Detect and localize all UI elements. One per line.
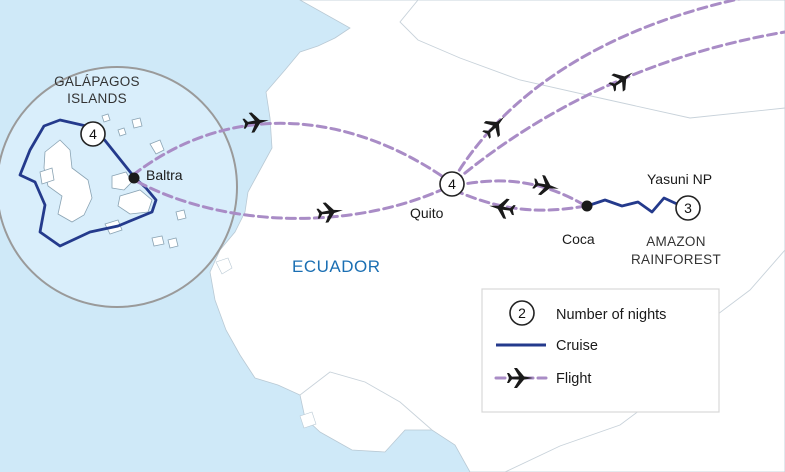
legend-cruise-label: Cruise — [556, 338, 598, 354]
inset-title-line2: ISLANDS — [67, 91, 127, 106]
legend-flight-label: Flight — [556, 371, 591, 387]
country-label: ECUADOR — [292, 257, 381, 276]
region-label-line1: AMAZON — [646, 234, 706, 249]
label-baltra: Baltra — [146, 167, 183, 183]
coastal-island — [215, 257, 233, 275]
location-dot-baltra — [128, 172, 140, 184]
inset-title-line1: GALÁPAGOS — [54, 74, 140, 89]
country-border — [299, 371, 433, 431]
map-legend: 2 Number of nights Cruise Flight — [481, 288, 720, 413]
flight-route — [452, 179, 588, 208]
flight-route — [452, 188, 588, 212]
svg-text:4: 4 — [89, 126, 97, 142]
coastal-island — [299, 411, 317, 429]
svg-text:2: 2 — [518, 305, 526, 321]
cruise-route-amazon — [586, 196, 689, 214]
flight-route — [131, 121, 454, 185]
legend-nights-label: Number of nights — [556, 307, 666, 323]
nights-badge-yasuni: 3 — [675, 195, 701, 221]
label-quito: Quito — [410, 205, 444, 221]
svg-text:3: 3 — [684, 200, 692, 216]
nights-badge-quito: 4 — [439, 171, 465, 197]
region-label-line2: RAINFOREST — [631, 252, 721, 267]
legend-nights-badge: 2 — [509, 300, 535, 326]
label-coca: Coca — [562, 231, 595, 247]
flight-route — [450, 0, 742, 184]
cruise-route-galapagos — [18, 118, 158, 248]
location-dot-coca — [581, 200, 593, 212]
flight-route — [136, 180, 454, 220]
svg-text:4: 4 — [448, 176, 456, 192]
galapagos-islands — [39, 113, 187, 249]
nights-badge-galapagos: 4 — [80, 121, 106, 147]
flight-route — [452, 30, 785, 184]
country-border — [399, 0, 785, 119]
gulf-inlet — [262, 430, 302, 472]
label-yasuni: Yasuni NP — [647, 171, 712, 187]
